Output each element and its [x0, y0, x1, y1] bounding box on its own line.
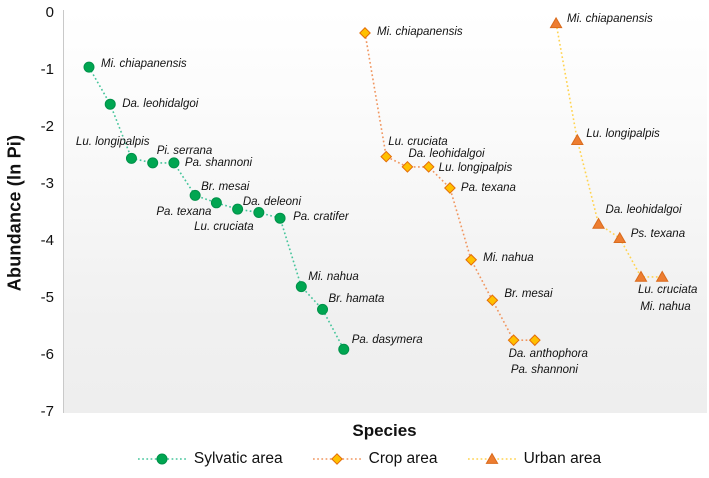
- data-point-diamond: [528, 334, 541, 347]
- legend-sample-line: [467, 452, 516, 464]
- y-axis-tick-label: 0: [45, 4, 54, 21]
- data-point-circle: [104, 98, 116, 110]
- data-point-circle: [232, 203, 244, 215]
- data-point-diamond: [401, 160, 414, 173]
- y-axis-tick-label: -4: [40, 232, 54, 249]
- data-point-diamond: [465, 253, 478, 266]
- data-point-triangle: [549, 16, 563, 29]
- data-point-triangle: [570, 133, 584, 146]
- plot-area: [63, 10, 707, 413]
- legend-item-crop: Crop area: [312, 450, 438, 468]
- y-axis-tick-label: -6: [40, 346, 54, 363]
- data-point-circle: [317, 303, 329, 315]
- legend-sample-line: [312, 453, 361, 465]
- data-point-diamond: [380, 150, 393, 163]
- legend-label-sylvatic: Sylvatic area: [193, 450, 283, 467]
- data-point-diamond: [359, 27, 371, 39]
- y-axis-tick-label: -1: [40, 61, 54, 78]
- data-point-circle: [295, 281, 307, 293]
- data-point-circle: [189, 189, 201, 201]
- data-point-diamond: [422, 160, 435, 173]
- legend-sample-line: [137, 453, 186, 465]
- data-point-triangle: [634, 270, 648, 282]
- data-point-circle: [210, 197, 222, 209]
- x-axis-title: Species: [352, 421, 417, 440]
- data-point-diamond: [444, 182, 456, 194]
- series-line-urban-area: [555, 23, 663, 278]
- y-axis-tick-label: -5: [40, 289, 54, 306]
- data-point-circle: [168, 157, 180, 169]
- data-point-triangle: [613, 231, 627, 244]
- data-point-circle: [83, 61, 95, 73]
- y-axis-tick-label: -3: [40, 175, 54, 192]
- data-point-diamond: [486, 294, 499, 307]
- data-point-circle: [274, 212, 286, 224]
- legend-item-urban: Urban area: [467, 450, 602, 468]
- legend: Sylvatic area Crop area Urban area: [0, 450, 709, 468]
- legend-label-crop: Crop area: [368, 450, 438, 467]
- legend-item-sylvatic: Sylvatic area: [137, 450, 283, 468]
- y-axis-tick-label: -2: [40, 118, 54, 135]
- data-point-circle: [253, 207, 265, 218]
- data-point-circle: [125, 152, 137, 164]
- data-point-triangle: [655, 270, 669, 282]
- urban-triangle-marker-icon: [467, 452, 516, 466]
- data-point-circle: [338, 343, 350, 355]
- legend-label-urban: Urban area: [523, 450, 602, 467]
- data-point-triangle: [592, 217, 605, 229]
- sylvatic-circle-marker-icon: [137, 452, 186, 466]
- data-point-circle: [147, 157, 159, 169]
- data-point-diamond: [507, 334, 520, 347]
- crop-diamond-marker-icon: [312, 452, 361, 466]
- y-axis-tick-label: -7: [40, 403, 54, 420]
